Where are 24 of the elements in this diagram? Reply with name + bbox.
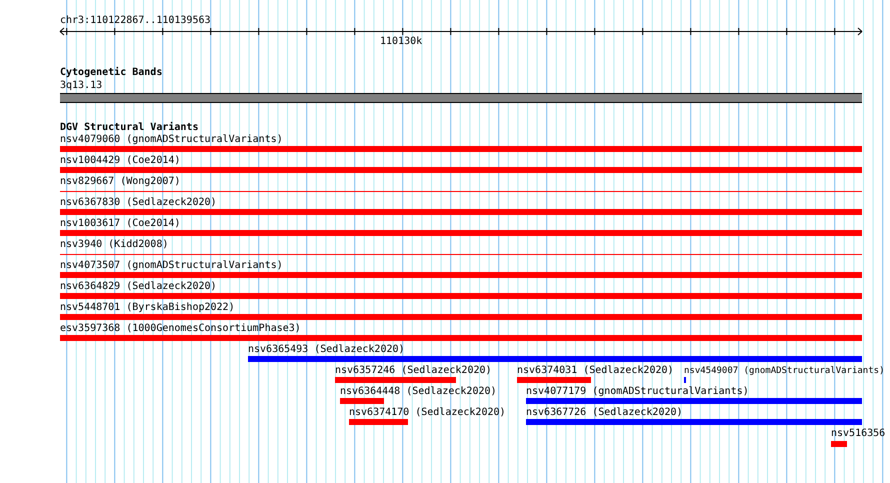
variant-label: nsv6365493 (Sedlazeck2020) xyxy=(248,344,405,355)
tick-label: 110130k xyxy=(380,36,422,47)
variant-label: nsv6374031 (Sedlazeck2020) xyxy=(517,365,674,376)
variant-label: nsv516356 xyxy=(831,428,886,439)
variant-label: nsv6367726 (Sedlazeck2020) xyxy=(526,407,683,418)
variant-label: nsv4079060 (gnomADStructuralVariants) xyxy=(60,134,283,145)
variant-label: nsv6367830 (Sedlazeck2020) xyxy=(60,197,217,208)
variant-label: esv3597368 (1000GenomesConsortiumPhase3) xyxy=(60,323,301,334)
variant-label: nsv1004429 (Coe2014) xyxy=(60,155,180,166)
variant-label: nsv4549007 (gnomADStructuralVariants) xyxy=(684,366,884,377)
variant-label: nsv6357246 (Sedlazeck2020) xyxy=(335,365,492,376)
variant-label: nsv3940 (Kidd2008) xyxy=(60,239,168,250)
variant-label: nsv6364829 (Sedlazeck2020) xyxy=(60,281,217,292)
variant-label: nsv829667 (Wong2007) xyxy=(60,176,180,187)
variant-label: nsv6364448 (Sedlazeck2020) xyxy=(340,386,497,397)
track-title: Cytogenetic Bands xyxy=(60,67,162,78)
variant-label: nsv4073507 (gnomADStructuralVariants) xyxy=(60,260,283,271)
variant-label: nsv4077179 (gnomADStructuralVariants) xyxy=(526,386,749,397)
variant-label: nsv1003617 (Coe2014) xyxy=(60,218,180,229)
band-label: 3q13.13 xyxy=(60,80,102,91)
track-title: DGV Structural Variants xyxy=(60,122,198,133)
variant-label: nsv6374170 (Sedlazeck2020) xyxy=(349,407,506,418)
variant-label: nsv5448701 (ByrskaBishop2022) xyxy=(60,302,235,313)
coordinate-label: chr3:110122867..110139563 xyxy=(60,15,211,26)
